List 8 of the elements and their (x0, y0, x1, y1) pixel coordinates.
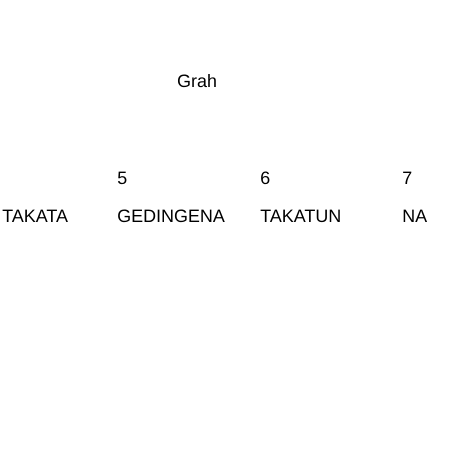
label: TAKATUN (260, 210, 340, 222)
label: TAKATA (2, 210, 68, 222)
label: 5 (118, 172, 126, 184)
label: NA (404, 210, 428, 222)
label: 7 (403, 172, 412, 184)
label: GEDINGENA (118, 209, 225, 222)
title: Grah (178, 74, 216, 88)
label: 6 (261, 171, 270, 184)
